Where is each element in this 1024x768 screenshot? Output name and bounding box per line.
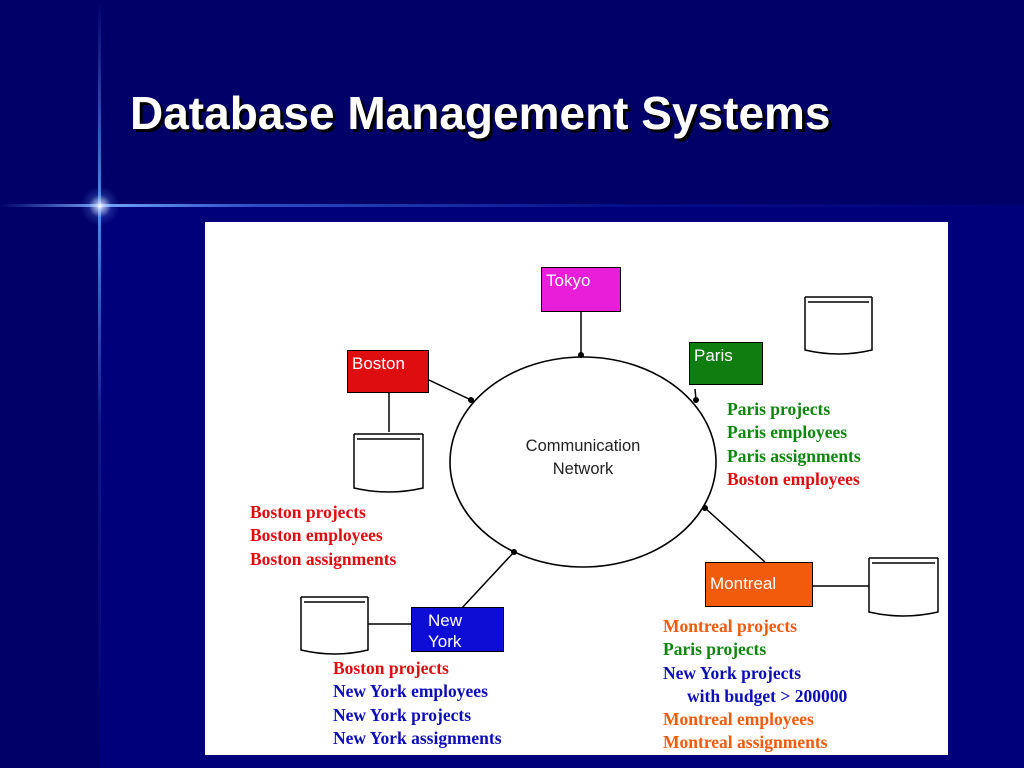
site-paris: Paris [689,342,763,385]
montreal-list-item: New York projects [663,662,802,683]
communication-network-label: Communication Network [495,435,671,481]
newyork-list-item: Boston projects [333,658,449,678]
site-newyork: New York [411,607,504,652]
boston-database-icon [353,433,424,493]
distributed-database-diagram: Communication Network Tokyo Boston Paris… [205,222,948,755]
boston-link-node [468,397,474,403]
montreal-list-item: Montreal projects [663,616,797,636]
header-background-band [0,0,1024,205]
newyork-link-node [511,549,517,555]
tokyo-link-node [578,352,584,358]
slide-title: Database Management Systems [130,87,831,139]
boston-list-item: Boston projects [250,502,366,522]
montreal-list-item: Montreal employees [663,709,814,730]
newyork-list-item: New York employees [333,681,488,702]
site-tokyo: Tokyo [541,267,621,312]
montreal-database-icon [868,557,939,617]
newyork-list-item: New York assignments [333,727,502,748]
horizontal-light-streak [0,204,1024,207]
paris-list-item: Paris projects [727,399,831,419]
network-label-line-1: Communication [525,437,641,455]
diagram-connectors [300,296,939,655]
paris-database-icon [804,296,873,355]
site-montreal: Montreal [705,562,813,607]
paris-list-item: Boston employees [727,468,860,489]
sparkle-icon [80,186,120,226]
montreal-link-node [702,505,708,511]
newyork-list-item: New York projects [333,704,472,725]
newyork-label-line-2: York [428,632,462,651]
montreal-list-item: Paris projects [663,639,767,660]
boston-list-item: Boston employees [250,525,383,546]
newyork-link [460,551,515,610]
paris-list-item: Paris employees [727,422,848,443]
vertical-light-streak [98,0,101,768]
paris-link-node [693,397,699,403]
montreal-link [704,507,766,563]
paris-list-item: Paris assignments [727,445,861,466]
network-label-line-2: Network [552,460,614,478]
boston-list-item: Boston assignments [250,548,397,569]
site-boston: Boston [347,350,429,393]
newyork-label-line-1: New [428,611,463,630]
montreal-list-item: Montreal assignments [663,732,828,753]
montreal-list-item: with budget > 200000 [687,685,848,706]
newyork-database-icon [300,596,369,655]
boston-link [428,379,472,401]
